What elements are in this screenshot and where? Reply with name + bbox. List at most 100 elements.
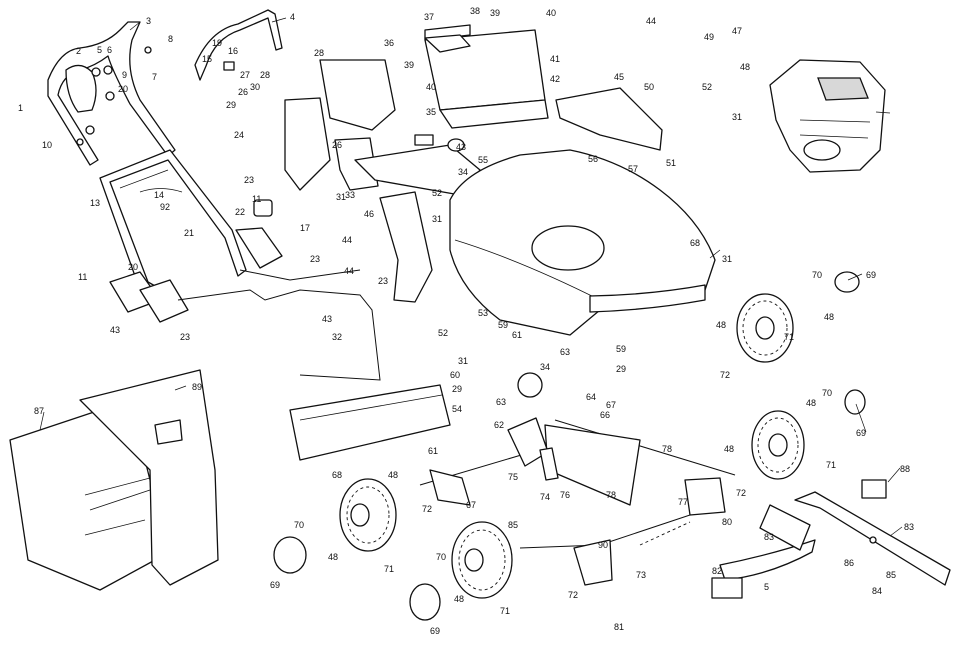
callout-label: 71: [500, 606, 510, 616]
callout-label: 78: [662, 444, 672, 454]
callout-label: 88: [900, 464, 910, 474]
blade: [794, 491, 951, 586]
callout-label: 5: [764, 582, 769, 592]
grass-bag: [9, 369, 219, 591]
callout-label: 61: [428, 446, 438, 456]
callout-label: 46: [364, 209, 374, 219]
callout-label: 23: [310, 254, 320, 264]
callout-label: 5: [97, 45, 102, 55]
engine: [769, 59, 886, 173]
callout-label: 57: [628, 164, 638, 174]
callout-label: 72: [568, 590, 578, 600]
callout-label: 4: [290, 12, 295, 22]
callout-label: 43: [456, 142, 466, 152]
callout-label: 48: [454, 594, 464, 604]
callout-label: 29: [616, 364, 626, 374]
callout-label: 37: [424, 12, 434, 22]
callout-label: 15: [202, 54, 212, 64]
callout-label: 20: [118, 84, 128, 94]
callout-label: 72: [720, 370, 730, 380]
callout-label: 8: [168, 34, 173, 44]
callout-label: 69: [866, 270, 876, 280]
callout-label: 85: [886, 570, 896, 580]
callout-label: 7: [152, 72, 157, 82]
callout-label: 17: [300, 223, 310, 233]
callout-label: 67: [606, 400, 616, 410]
handle-bail: [194, 9, 283, 81]
callout-label: 83: [904, 522, 914, 532]
callout-label: 85: [508, 520, 518, 530]
callout-label: 49: [704, 32, 714, 42]
callout-label: 48: [740, 62, 750, 72]
callout-label: 82: [712, 566, 722, 576]
callout-label: 21: [184, 228, 194, 238]
callout-label: 29: [226, 100, 236, 110]
callout-label: 28: [314, 48, 324, 58]
callout-label: 33: [345, 190, 355, 200]
callout-label: 55: [478, 155, 488, 165]
callout-label: 13: [90, 198, 100, 208]
callout-label: 31: [336, 192, 346, 202]
callout-label: 23: [244, 175, 254, 185]
callout-label: 52: [438, 328, 448, 338]
callout-label: 62: [494, 420, 504, 430]
callout-label: 44: [646, 16, 656, 26]
callout-label: 87: [34, 406, 44, 416]
callout-label: 40: [426, 82, 436, 92]
callout-label: 72: [422, 504, 432, 514]
callout-label: 34: [540, 362, 550, 372]
callout-label: 72: [736, 488, 746, 498]
callout-label: 63: [560, 347, 570, 357]
callout-label: 77: [678, 497, 688, 507]
callout-label: 81: [614, 622, 624, 632]
callout-label: 43: [322, 314, 332, 324]
callout-label: 2: [76, 46, 81, 56]
callout-label: 56: [588, 154, 598, 164]
wheel-right-rear: [736, 293, 794, 363]
callout-label: 67: [466, 500, 476, 510]
engine-brackets: [284, 59, 481, 303]
callout-label: 48: [716, 320, 726, 330]
callout-label: 41: [550, 54, 560, 64]
callout-label: 59: [616, 344, 626, 354]
callout-label: 68: [690, 238, 700, 248]
callout-label: 70: [436, 552, 446, 562]
callout-label: 43: [110, 325, 120, 335]
front-axle: [519, 514, 691, 586]
height-adjuster: [507, 372, 559, 481]
leader-lines: [39, 17, 903, 537]
callout-label: 28: [260, 70, 270, 80]
callout-label: 86: [844, 558, 854, 568]
callout-label: 24: [234, 130, 244, 140]
callout-label: 80: [722, 517, 732, 527]
callout-label: 48: [724, 444, 734, 454]
rear-skirt: [555, 87, 663, 151]
callout-label: 39: [490, 8, 500, 18]
callout-label: 50: [644, 82, 654, 92]
blade-adapter: [711, 479, 887, 599]
callout-label: 44: [342, 235, 352, 245]
callout-label: 70: [822, 388, 832, 398]
callout-label: 71: [384, 564, 394, 574]
callout-label: 64: [586, 392, 596, 402]
callout-label: 19: [212, 38, 222, 48]
callout-label: 20: [128, 262, 138, 272]
callout-label: 66: [600, 410, 610, 420]
callout-label: 47: [732, 26, 742, 36]
callout-label: 31: [722, 254, 732, 264]
callout-label: 89: [192, 382, 202, 392]
callout-label: 35: [426, 107, 436, 117]
callout-label: 59: [498, 320, 508, 330]
callout-label: 73: [636, 570, 646, 580]
callout-label: 14: [154, 190, 164, 200]
callout-label: 40: [546, 8, 556, 18]
callout-label: 31: [432, 214, 442, 224]
callout-label: 36: [384, 38, 394, 48]
callout-label: 48: [328, 552, 338, 562]
callout-label: 69: [270, 580, 280, 590]
callout-label: 54: [452, 404, 462, 414]
callout-label: 48: [388, 470, 398, 480]
callout-label: 71: [826, 460, 836, 470]
callout-label: 16: [228, 46, 238, 56]
callout-label: 51: [666, 158, 676, 168]
